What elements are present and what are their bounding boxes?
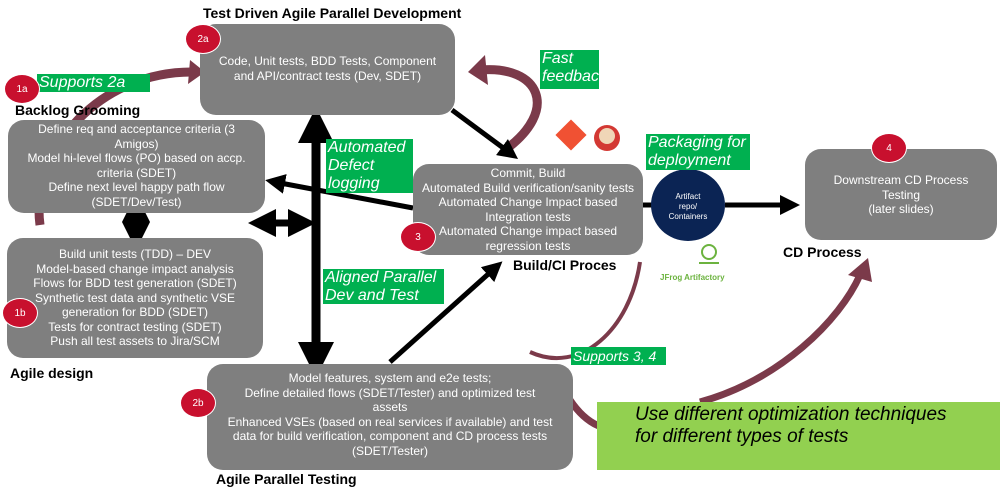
defect-logging-callout: Automated Defect logging (326, 139, 413, 193)
box-line: Integration tests (485, 209, 571, 224)
tdd-title: Test Driven Agile Parallel Development (203, 5, 462, 21)
parallel-testing-title: Agile Parallel Testing (216, 471, 357, 487)
box-line: Tests for contract testing (SDET) (48, 319, 222, 334)
jfrog-label: JFrog Artifactory (660, 273, 725, 282)
box-line: Amigos) (114, 136, 159, 151)
box-line: Synthetic test data and synthetic VSE (34, 290, 236, 305)
fast-feedback-curve (479, 65, 542, 154)
box-line: Commit, Build (490, 166, 566, 180)
box-line: Push all test assets to Jira/SCM (50, 334, 220, 348)
supports-2a-callout: Supports 2a (37, 74, 150, 92)
badge-4: 4 (871, 133, 907, 163)
box-line: Automated Change impact based (438, 224, 618, 238)
box-line: Automated Build verification/sanity test… (421, 180, 635, 195)
packaging-callout: Packaging for deployment (646, 134, 750, 170)
box-line: and API/contract tests (Dev, SDET) (233, 68, 422, 83)
box-line: Build unit tests (TDD) – DEV (58, 247, 212, 261)
box-line: Define detailed flows (SDET/Tester) and … (244, 385, 536, 400)
optimization-arrowhead (848, 258, 872, 282)
box-line: Define req and acceptance criteria (3 (38, 122, 235, 136)
dev-to-build-arrow (450, 107, 519, 159)
supports-34-callout: Supports 3, 4 (571, 347, 666, 365)
box-line: Code, Unit tests, BDD Tests, Component (218, 54, 437, 68)
badge-1a: 1a (4, 74, 40, 104)
build-to-backlog-arrow (265, 174, 414, 211)
badge-3: 3 (400, 222, 436, 252)
artifact-line: repo/ (678, 202, 698, 211)
badge-1b: 1b (2, 298, 38, 328)
supports-2a-arrowhead (188, 60, 205, 84)
git-icon (555, 119, 587, 151)
box-line: (SDET/Tester) (351, 443, 428, 458)
agile-design-title: Agile design (10, 365, 94, 381)
box-line: Flows for BDD test generation (SDET) (33, 276, 237, 290)
box-line: Define next level happy path flow (48, 180, 225, 194)
supports-34-curve (529, 261, 642, 360)
box-line: Automated Change Impact based (438, 195, 618, 209)
badge-2b: 2b (180, 388, 216, 418)
box-2b: Model features, system and e2e tests;Def… (207, 364, 573, 470)
optimization-callout: Use different optimization techniques fo… (597, 402, 1000, 470)
artifact-line: Artifact (675, 192, 701, 201)
aligned-callout: Aligned Parallel Dev and Test (323, 269, 444, 304)
box-line: Enhanced VSEs (based on real services if… (227, 414, 553, 429)
jfrog-logo-icon (701, 244, 717, 260)
jenkins-face (599, 128, 615, 144)
artifact-line: Containers (668, 212, 708, 221)
box-line: criteria (SDET) (96, 165, 177, 180)
build-ci-title: Build/CI Proces (513, 257, 617, 273)
box-line: Testing (881, 187, 921, 202)
box-line: Model-based change impact analysis (36, 261, 234, 276)
box-line: assets (372, 400, 408, 414)
cd-title: CD Process (783, 244, 862, 260)
box-line: regression tests (485, 238, 571, 253)
artifact-repo (651, 169, 725, 241)
box-line: (later slides) (868, 202, 934, 216)
box-line: (SDET/Dev/Test) (91, 194, 182, 209)
box-line: generation for BDD (SDET) (61, 305, 209, 319)
box-line: Model hi-level flows (PO) based on accp. (27, 151, 246, 165)
backlog-title: Backlog Grooming (15, 102, 141, 118)
box-line: Model features, system and e2e tests; (288, 371, 492, 385)
box-line: Downstream CD Process (833, 173, 969, 187)
testing-to-build-arrow (388, 261, 503, 364)
badge-2a: 2a (185, 24, 221, 54)
fast-feedback-arrowhead (468, 55, 488, 85)
box-line: data for build verification, component a… (232, 429, 548, 443)
fast-feedback-callout: Fast feedback (540, 50, 607, 89)
